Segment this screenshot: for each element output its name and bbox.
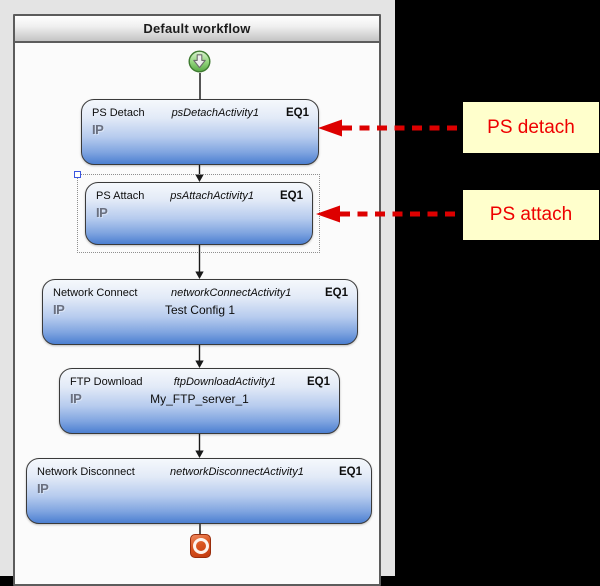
activity-node-ps-attach[interactable]: PS Attach psAttachActivity1 EQ1 IP xyxy=(85,182,313,245)
activity-type-label: Network Connect xyxy=(53,287,138,299)
connector-node1-to-node2 xyxy=(195,165,204,182)
protocol-label: IP xyxy=(53,302,65,317)
connector-node4-to-node5 xyxy=(195,434,204,458)
green-start-down-arrow-icon xyxy=(188,50,211,73)
callout-ps-attach: PS attach xyxy=(463,190,599,240)
red-dashed-arrow-ps-attach xyxy=(316,205,462,223)
protocol-label: IP xyxy=(92,122,104,137)
callout-ps-detach: PS detach xyxy=(463,102,599,153)
protocol-label: IP xyxy=(37,481,49,496)
activity-node-ps-detach[interactable]: PS Detach psDetachActivity1 EQ1 IP xyxy=(81,99,319,165)
callout-label: PS detach xyxy=(487,116,575,138)
connector-node3-to-node4 xyxy=(195,345,204,368)
equipment-badge: EQ1 xyxy=(338,466,362,478)
activity-id-label: networkDisconnectActivity1 xyxy=(169,466,304,478)
activity-type-label: PS Detach xyxy=(92,107,145,119)
equipment-badge: EQ1 xyxy=(306,376,330,388)
workflow-panel-header: Default workflow xyxy=(15,16,379,43)
activity-id-label: ftpDownloadActivity1 xyxy=(173,376,276,388)
activity-id-label: networkConnectActivity1 xyxy=(170,287,292,299)
equipment-badge: EQ1 xyxy=(279,190,303,202)
connector-node2-to-node3 xyxy=(195,245,204,279)
protocol-label: IP xyxy=(96,205,108,220)
connector-node5-to-stop xyxy=(199,524,201,534)
activity-type-label: FTP Download xyxy=(70,376,143,388)
callout-label: PS attach xyxy=(489,204,573,225)
equipment-badge: EQ1 xyxy=(285,107,309,119)
activity-node-network-disconnect[interactable]: Network Disconnect networkDisconnectActi… xyxy=(26,458,372,524)
activity-type-label: PS Attach xyxy=(96,190,145,202)
workflow-title: Default workflow xyxy=(143,21,251,36)
stop-ring-glyph xyxy=(192,538,209,554)
activity-node-network-connect[interactable]: Network Connect networkConnectActivity1 … xyxy=(42,279,358,345)
connector-start-to-node1 xyxy=(199,73,201,99)
activity-id-label: psDetachActivity1 xyxy=(171,107,259,119)
red-dashed-arrow-ps-detach xyxy=(318,119,462,137)
activity-type-label: Network Disconnect xyxy=(37,466,135,478)
activity-config-label: My_FTP_server_1 xyxy=(150,392,249,406)
protocol-label: IP xyxy=(70,391,82,406)
equipment-badge: EQ1 xyxy=(324,287,348,299)
selection-handle[interactable] xyxy=(74,171,81,178)
workflow-start-icon[interactable] xyxy=(188,50,211,73)
workflow-stop-icon[interactable] xyxy=(190,534,211,558)
activity-node-ftp-download[interactable]: FTP Download ftpDownloadActivity1 EQ1 IP… xyxy=(59,368,340,434)
activity-id-label: psAttachActivity1 xyxy=(170,190,255,202)
activity-config-label: Test Config 1 xyxy=(164,303,236,317)
